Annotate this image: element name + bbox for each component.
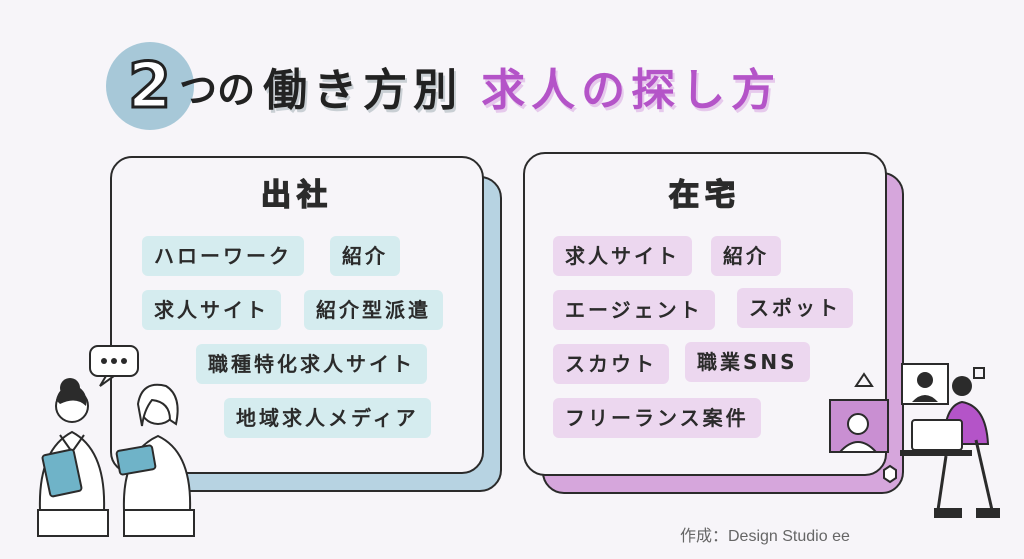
remote-tag-career-sns: 職業SNS	[685, 342, 810, 382]
office-tag-specialized-site: 職種特化求人サイト	[196, 344, 427, 384]
office-tag-job-site: 求人サイト	[142, 290, 281, 330]
remote-tag-agent: エージェント	[553, 290, 715, 330]
remote-heading: 在宅	[668, 177, 741, 214]
remote-tag-spot: スポット	[737, 288, 853, 328]
title-accent: 求人の探し方	[481, 65, 782, 116]
remote-tag-scout: スカウト	[553, 344, 669, 384]
office-tag-hellowork: ハローワーク	[142, 236, 304, 276]
office-panel: 出社 ハローワーク 紹介 求人サイト 紹介型派遣 職種特化求人サイト 地域求人メ…	[110, 156, 484, 474]
title-circle	[106, 42, 194, 130]
remote-tag-job-site: 求人サイト	[553, 236, 692, 276]
office-tag-regional-media: 地域求人メディア	[224, 398, 431, 438]
title-number: 2	[126, 49, 172, 122]
credit-text: 作成：Design Studio ee	[680, 528, 850, 545]
remote-tag-referral: 紹介	[711, 236, 781, 276]
office-tag-referral-dispatch: 紹介型派遣	[304, 290, 443, 330]
remote-worker-illustration	[829, 363, 1000, 518]
office-heading: 出社	[260, 177, 333, 214]
office-tag-referral: 紹介	[330, 236, 400, 276]
remote-tag-freelance: フリーランス案件	[553, 398, 761, 438]
office-workers-illustration	[37, 345, 195, 537]
title-main: 働き方別	[263, 65, 464, 116]
title-particle: つの	[179, 67, 256, 112]
remote-panel: 在宅 求人サイト 紹介 エージェント スポット スカウト 職業SNS フリーラン…	[523, 152, 887, 476]
page-title: 2 つの 働き方別 求人の探し方	[126, 46, 782, 126]
